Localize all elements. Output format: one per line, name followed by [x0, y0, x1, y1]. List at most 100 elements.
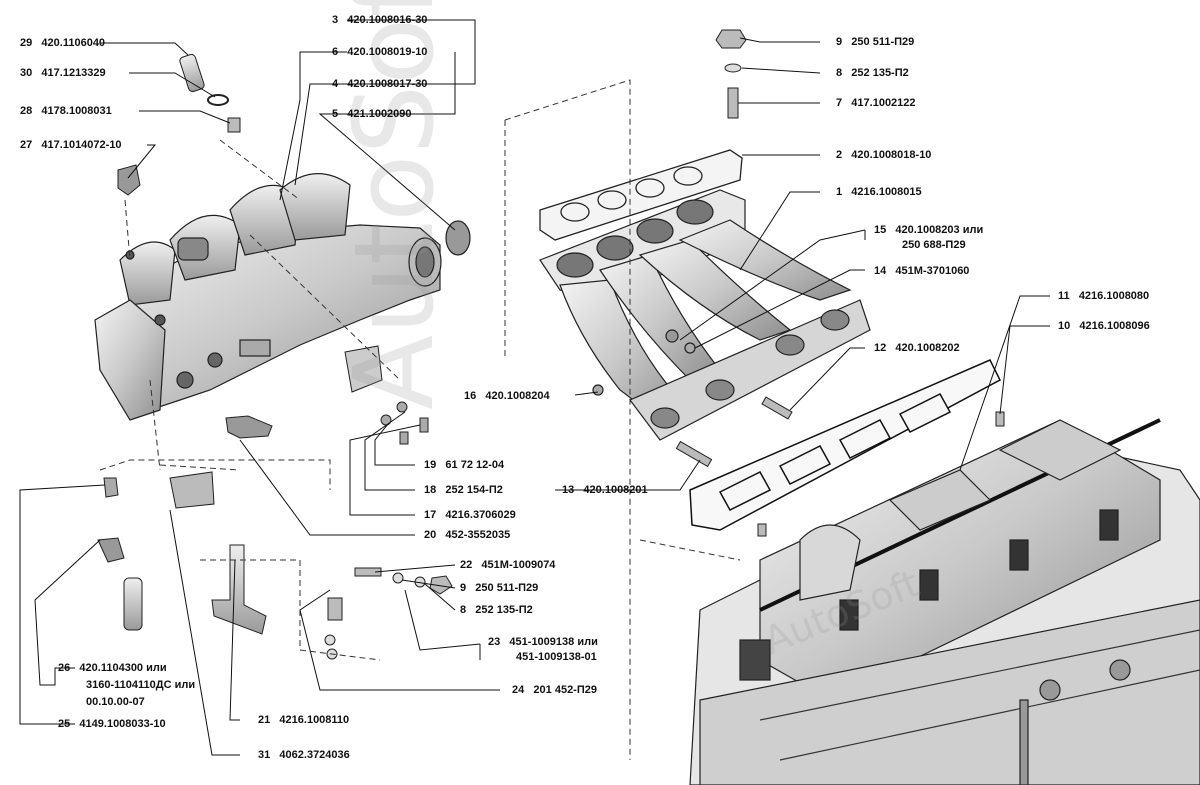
callout-code: 417.1014072-10	[41, 139, 122, 151]
callout-code: 420.1106040	[41, 37, 106, 49]
callout-number: 24	[512, 684, 525, 696]
callout-14: 14 451М-3701060	[874, 265, 969, 278]
callout-number: 25	[58, 718, 71, 730]
callout-24: 24 201 452-П29	[512, 684, 597, 697]
callout-code-alt: 250 688-П29	[902, 239, 966, 251]
callout-6: 6 420.1008019-10	[332, 46, 427, 59]
callout-7: 7 417.1002122	[836, 97, 916, 110]
gasket-lower	[689, 359, 1001, 531]
callout-number: 6	[332, 46, 339, 58]
callout-3: 3 420.1008016-30	[332, 14, 427, 27]
callout-code: 420.1008019-10	[347, 46, 428, 58]
callout-11: 11 4216.1008080	[1058, 290, 1149, 303]
callout-code: 250 511-П29	[475, 582, 539, 594]
callout-code: 420.1008202	[895, 342, 960, 354]
callout-code: 4178.1008031	[41, 105, 112, 117]
callout-23: 23 451-1009138 или	[488, 636, 598, 649]
callout-code: 451М-1009074	[481, 559, 556, 571]
callout-number: 10	[1058, 320, 1071, 332]
callout-code: 417.1213329	[41, 67, 106, 79]
callout-code: 420.1008018-10	[851, 149, 932, 161]
callout-number: 31	[258, 749, 271, 761]
callout-code: 420.1008016-30	[347, 14, 428, 26]
engine-head	[689, 418, 1200, 785]
callout-number: 3	[332, 14, 339, 26]
callout-number: 15	[874, 224, 887, 236]
callout-code: 252 135-П2	[475, 604, 533, 616]
callout-code: 4216.3706029	[445, 509, 516, 521]
callout-code: 417.1002122	[851, 97, 916, 109]
callout-number: 18	[424, 484, 437, 496]
gasket-upper	[539, 149, 743, 241]
callout-code-alt: 451-1009138-01	[516, 651, 597, 663]
callout-code: 420.1104300 или	[79, 662, 167, 674]
callout-29: 29 420.1106040	[20, 37, 105, 50]
callout-number: 1	[836, 186, 843, 198]
callout-number: 8	[460, 604, 467, 616]
callout-number: 9	[836, 36, 843, 48]
callout-number: 27	[20, 139, 33, 151]
small-parts-left	[97, 53, 429, 635]
callout-28: 28 4178.1008031	[20, 105, 112, 118]
callout-17: 17 4216.3706029	[424, 509, 516, 522]
callout-30: 30 417.1213329	[20, 67, 106, 80]
callout-number: 7	[836, 97, 843, 109]
callout-number: 5	[332, 108, 339, 120]
callout-26: 26 420.1104300 или	[58, 662, 167, 675]
callout-19: 19 61 72 12-04	[424, 459, 504, 472]
callout-1: 1 4216.1008015	[836, 186, 922, 199]
exhaust-manifold	[94, 173, 471, 421]
callout-code: 61 72 12-04	[445, 459, 505, 471]
callout-code: 420.1008203 или	[895, 224, 984, 236]
callout-number: 16	[464, 390, 477, 402]
callout-code: 4216.1008080	[1078, 290, 1150, 302]
callout-5: 5 421.1002090	[332, 108, 412, 121]
callout-4: 4 420.1008017-30	[332, 78, 427, 91]
callout-12: 12 420.1008202	[874, 342, 960, 355]
callout-9-bottom: 9 250 511-П29	[460, 582, 538, 595]
callout-13: 13 420.1008201	[562, 484, 648, 497]
callout-8-top: 8 252 135-П2	[836, 67, 909, 80]
callout-number: 4	[332, 78, 339, 90]
callout-27: 27 417.1014072-10	[20, 139, 122, 152]
callout-code: 4216.1008096	[1079, 320, 1150, 332]
callout-21: 21 4216.1008110	[258, 714, 349, 727]
callout-number: 12	[874, 342, 887, 354]
callout-number: 11	[1058, 290, 1070, 302]
callout-26-alt: 3160-1104110ДС или	[86, 679, 195, 692]
callout-number: 29	[20, 37, 33, 49]
callout-10: 10 4216.1008096	[1058, 320, 1150, 333]
callout-code: 4216.1008015	[851, 186, 922, 198]
callout-code: 420.1008017-30	[347, 78, 428, 90]
dashed-guides	[99, 79, 741, 760]
callout-code: 4216.1008110	[279, 714, 350, 726]
callout-number: 28	[20, 105, 33, 117]
callout-code: 250 511-П29	[851, 36, 915, 48]
callout-20: 20 452-3552035	[424, 529, 510, 542]
callout-code: 201 452-П29	[533, 684, 597, 696]
studs	[324, 29, 1005, 660]
callout-code: 4149.1008033-10	[79, 718, 166, 730]
callout-number: 17	[424, 509, 437, 521]
callout-number: 19	[424, 459, 437, 471]
callout-number: 2	[836, 149, 843, 161]
callout-number: 9	[460, 582, 467, 594]
callout-25: 25 4149.1008033-10	[58, 718, 166, 731]
intake-manifold	[539, 189, 871, 441]
callout-2: 2 420.1008018-10	[836, 149, 931, 162]
callout-code: 252 154-П2	[445, 484, 503, 496]
leader-lines	[19, 19, 1050, 756]
callout-26-alt2: 00.10.00-07	[86, 696, 145, 709]
callout-code: 451-1009138 или	[509, 636, 598, 648]
watermark-large: AutoSoft	[330, 0, 458, 410]
callout-code-alt: 3160-1104110ДС или	[86, 679, 196, 691]
callout-number: 21	[258, 714, 271, 726]
callout-16: 16 420.1008204	[464, 390, 550, 403]
callout-number: 20	[424, 529, 437, 541]
callout-code: 252 135-П2	[851, 67, 909, 79]
callout-22: 22 451М-1009074	[460, 559, 555, 572]
callout-8-bottom: 8 252 135-П2	[460, 604, 533, 617]
callout-number: 8	[836, 67, 843, 79]
